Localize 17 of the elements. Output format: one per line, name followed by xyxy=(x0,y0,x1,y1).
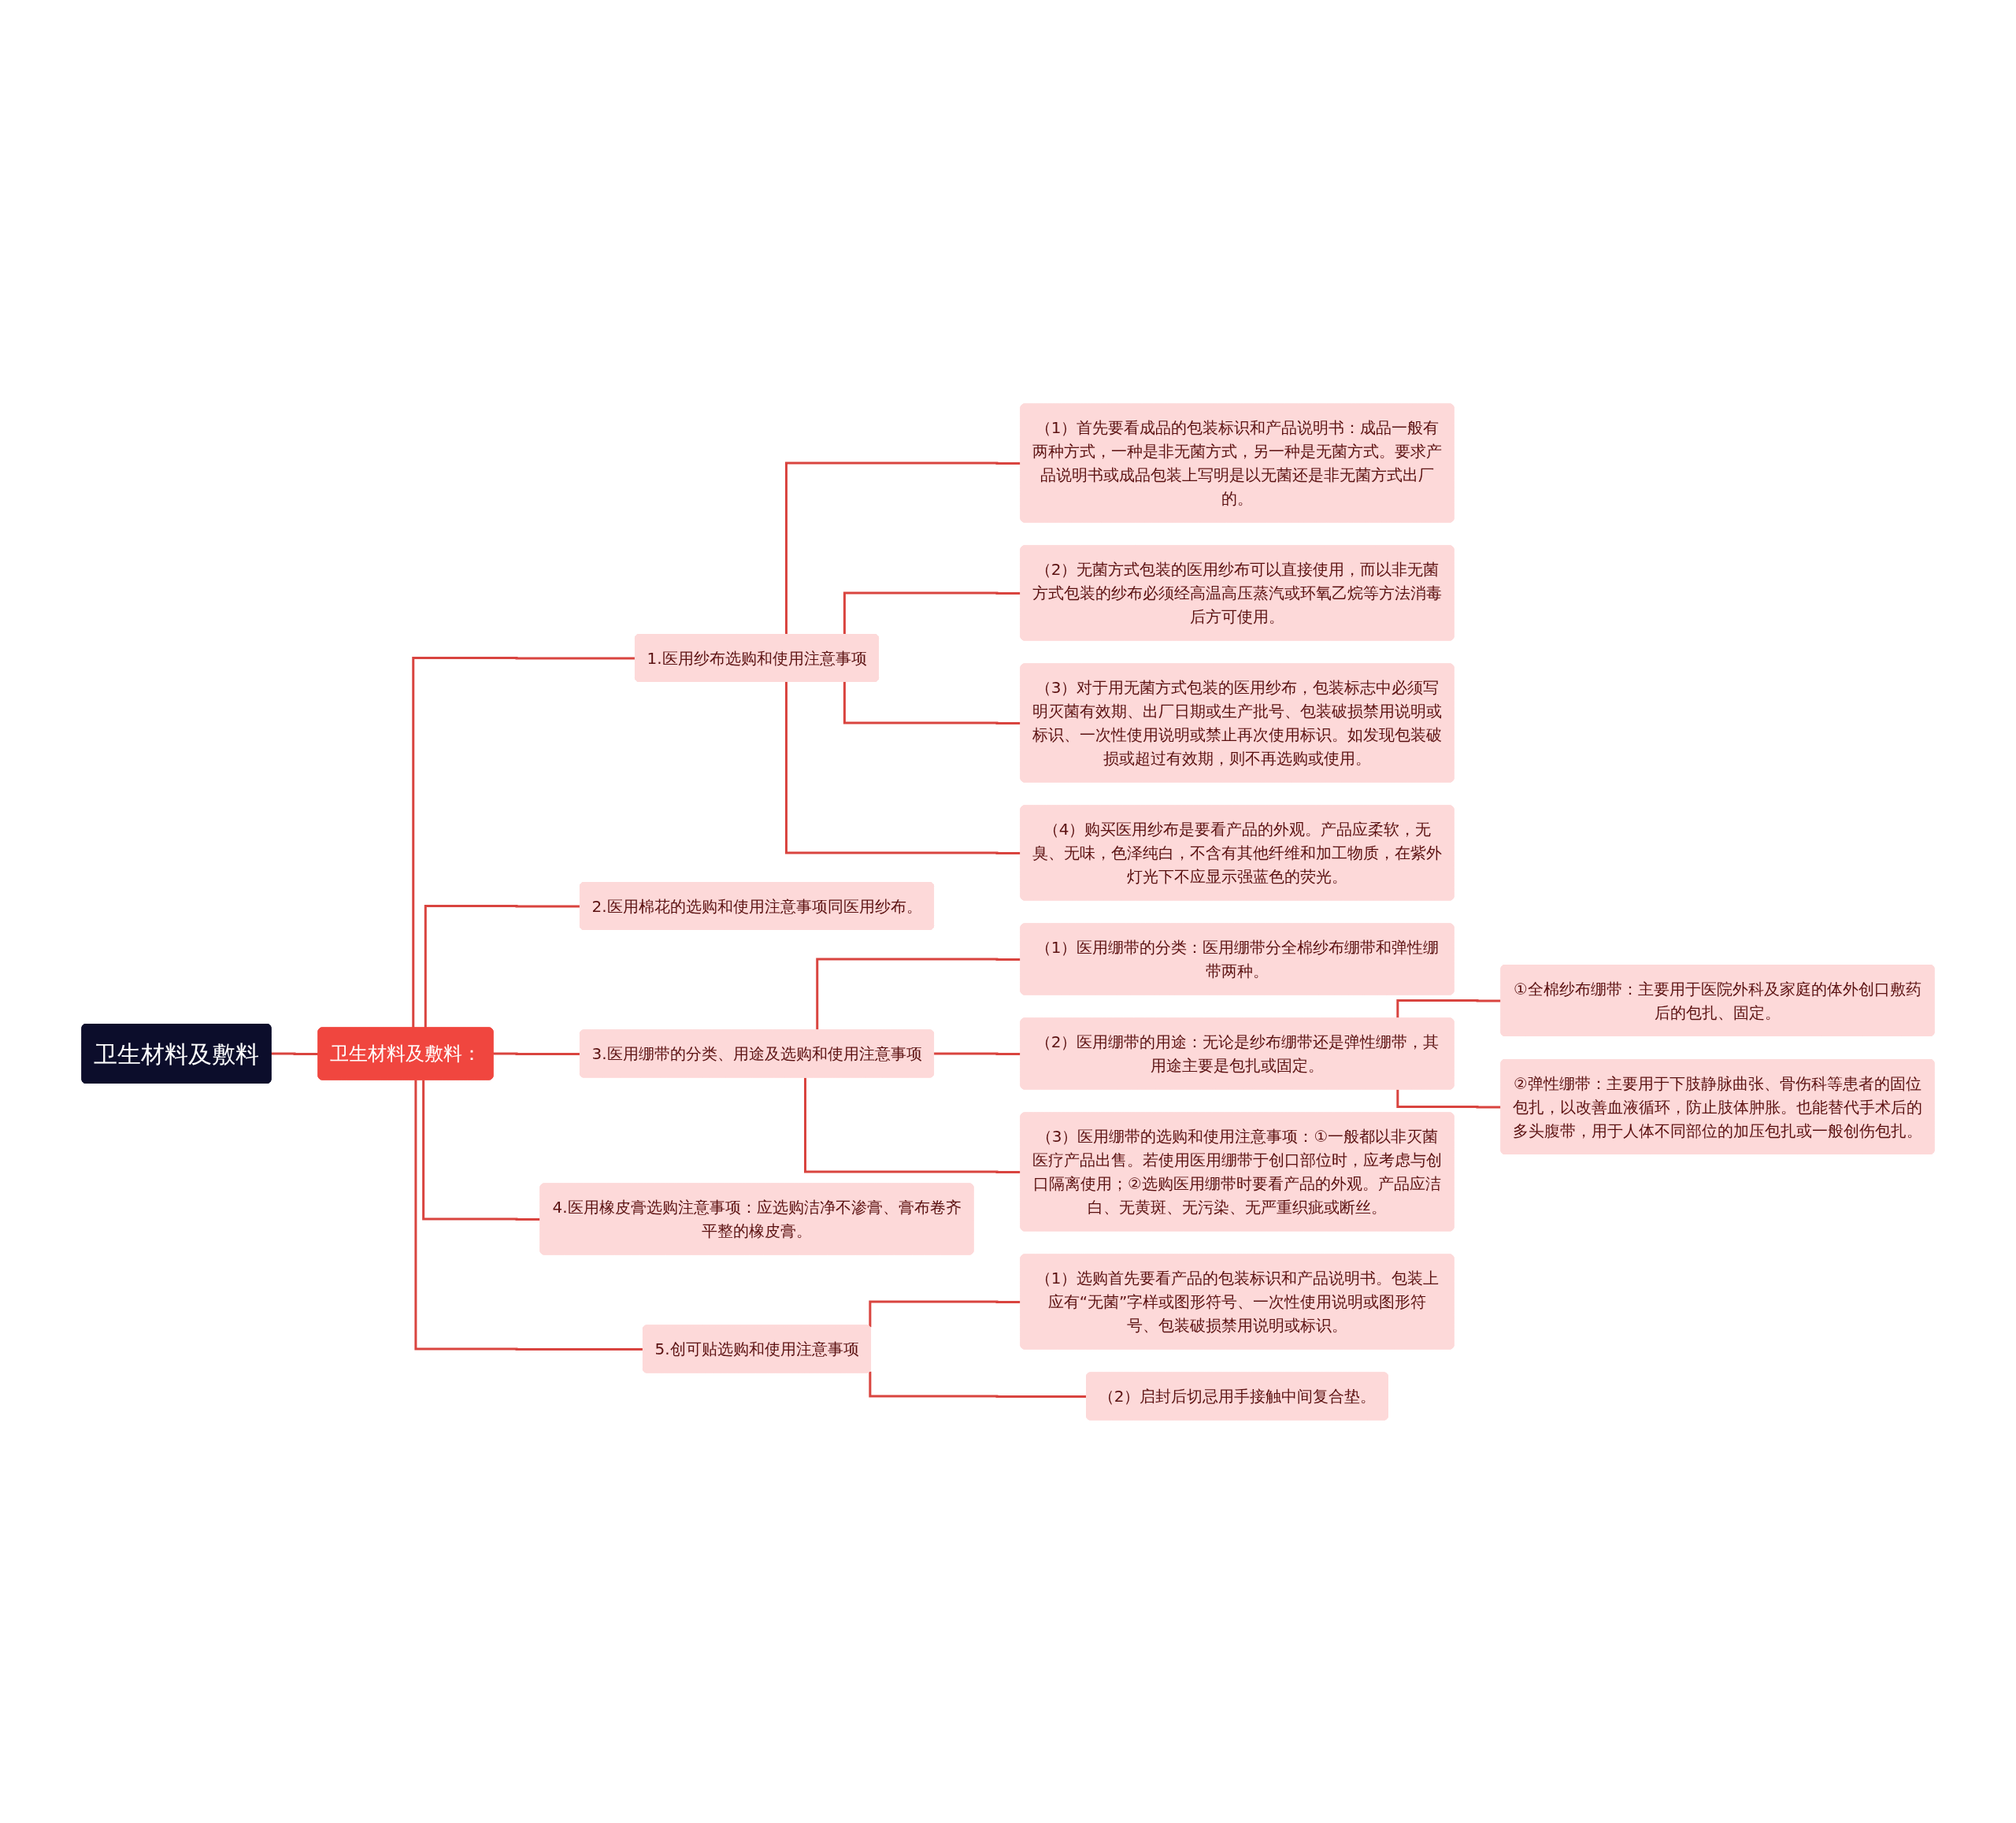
connector xyxy=(932,1052,1021,1055)
connector xyxy=(869,1371,1088,1398)
connector xyxy=(1396,1089,1502,1108)
connector xyxy=(784,461,1021,635)
connector xyxy=(784,681,1021,854)
connector xyxy=(816,958,1021,1030)
connector xyxy=(492,1052,580,1055)
connector xyxy=(424,904,580,1028)
connector xyxy=(804,1077,1021,1173)
connector xyxy=(843,681,1021,724)
connector xyxy=(869,1300,1021,1327)
connector xyxy=(1396,999,1502,1018)
connector xyxy=(414,1080,643,1351)
connector xyxy=(270,1052,319,1055)
connector xyxy=(412,656,636,1028)
connector xyxy=(843,591,1021,635)
connector xyxy=(422,1080,541,1221)
